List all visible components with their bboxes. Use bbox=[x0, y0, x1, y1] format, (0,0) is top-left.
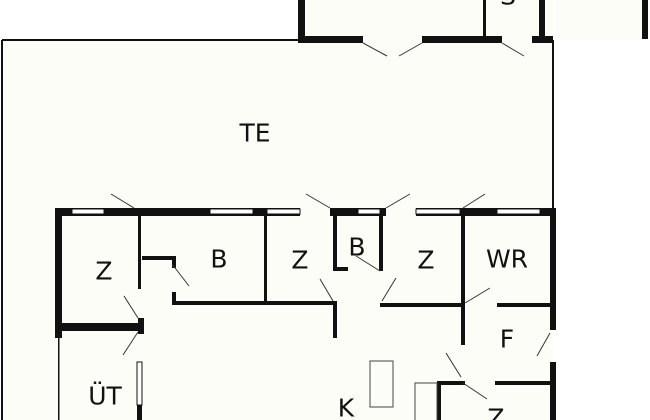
room-label-z2: Z bbox=[291, 245, 309, 275]
room-label-utility: ÜT bbox=[88, 381, 122, 411]
terrace-area bbox=[2, 40, 553, 420]
door-swings bbox=[110, 42, 551, 400]
kitchen-island bbox=[369, 360, 394, 408]
room-label-storage: S bbox=[500, 0, 516, 9]
room-label-z4: Z bbox=[487, 403, 505, 420]
windows bbox=[71, 208, 541, 406]
room-label-z1: Z bbox=[95, 256, 113, 286]
room-label-terrace: TE bbox=[239, 118, 271, 148]
terrace-outline bbox=[1, 39, 554, 420]
room-label-bath2: B bbox=[348, 232, 366, 262]
upper-building-floor bbox=[298, 0, 553, 42]
room-label-kitchen: K bbox=[337, 393, 355, 420]
room-label-bath1: B bbox=[210, 244, 228, 274]
room-label-z3: Z bbox=[417, 245, 435, 275]
upper-right-floor bbox=[555, 0, 643, 40]
room-label-toilet: WR bbox=[485, 244, 529, 274]
cabinet bbox=[414, 382, 438, 420]
room-label-hall: F bbox=[499, 324, 515, 354]
